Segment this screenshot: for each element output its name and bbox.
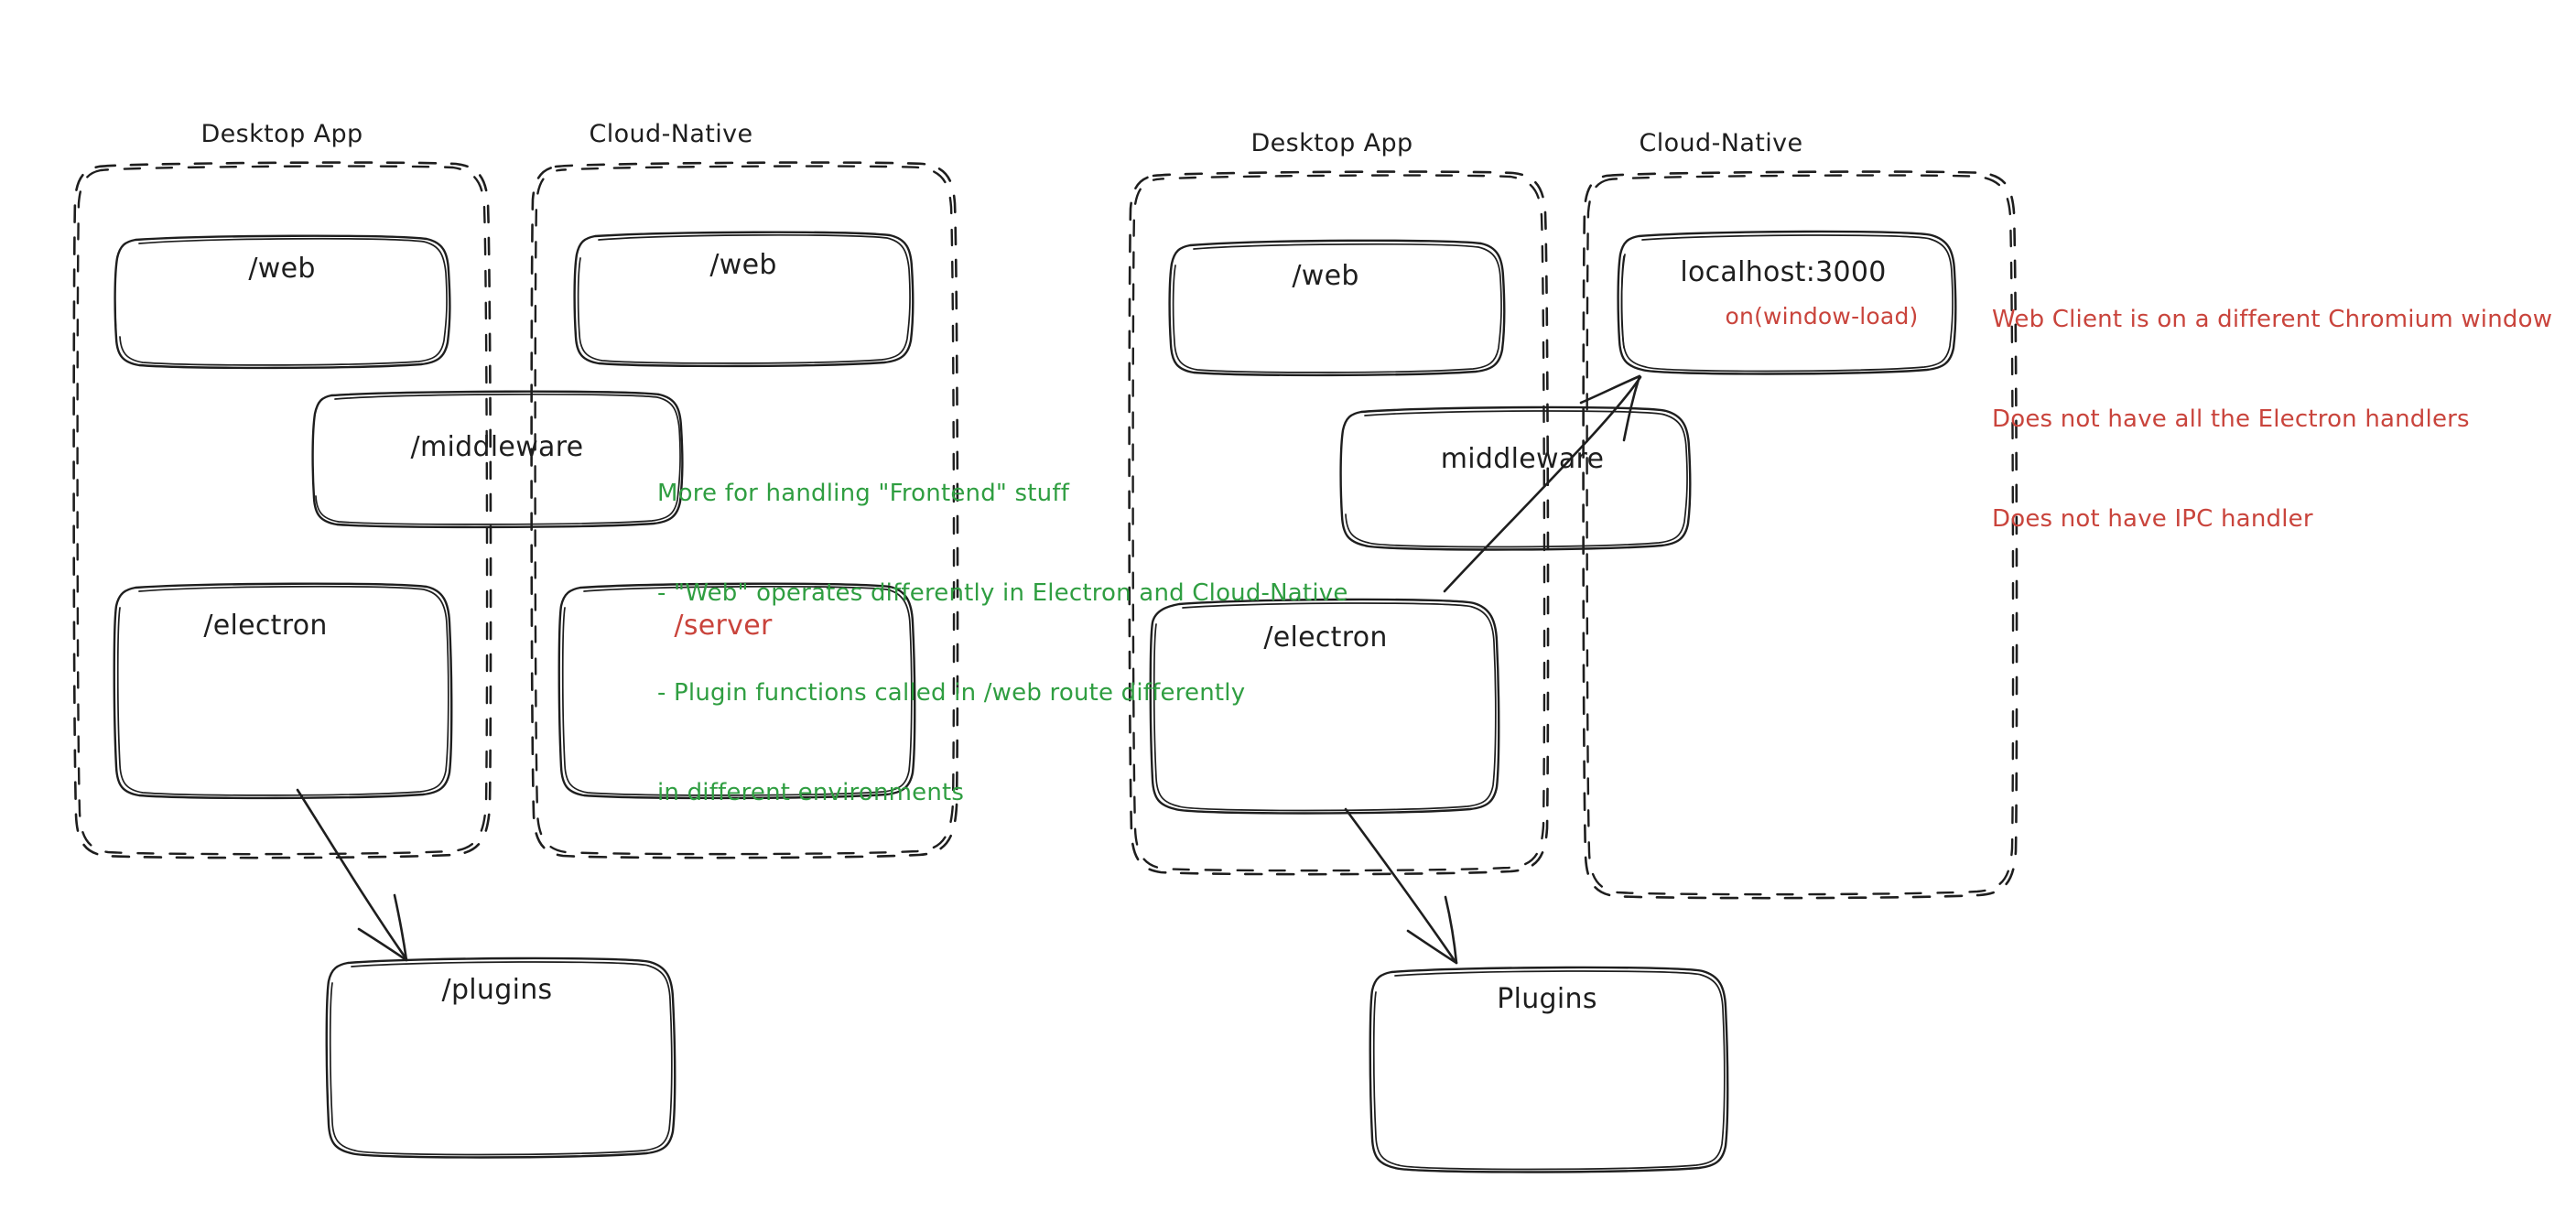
connector-left-electron-to-plugins	[296, 788, 408, 962]
right-node-label-localhost3000: localhost:3000	[1680, 256, 1887, 288]
left-annotation-line-4: in different environments	[657, 779, 965, 807]
right-node-sublabel-on-window-load: on(window-load)	[1725, 303, 1919, 330]
right-node-middleware-shape	[1339, 405, 1692, 551]
right-annotation-web-client-notes: Web Client is on a different Chromium wi…	[1992, 236, 2552, 602]
connector-right-electron-to-plugins	[1344, 807, 1458, 965]
left-group-title-desktop-app: Desktop App	[200, 120, 363, 148]
right-annotation-line-2: Does not have all the Electron handlers	[1992, 405, 2470, 433]
left-node-label-web-desktop: /web	[248, 253, 316, 285]
left-annotation-frontend-notes: More for handling "Frontend" stuff - "We…	[657, 410, 1348, 876]
right-group-title-cloud-native: Cloud-Native	[1639, 129, 1803, 157]
right-annotation-line-1: Web Client is on a different Chromium wi…	[1992, 305, 2553, 333]
right-annotation-line-3: Does not have IPC handler	[1992, 505, 2313, 534]
right-node-label-plugins: Plugins	[1497, 983, 1597, 1015]
connector-right-electron-to-localhost3000	[1443, 374, 1642, 593]
left-annotation-line-3: - Plugin functions called in /web route …	[657, 679, 1246, 708]
left-node-label-web-cloud: /web	[709, 249, 777, 281]
right-node-label-web-desktop: /web	[1292, 260, 1359, 292]
right-node-label-electron: /electron	[1263, 621, 1388, 654]
left-group-title-cloud-native: Cloud-Native	[589, 120, 753, 148]
left-node-label-server: /server	[674, 610, 773, 642]
right-node-label-middleware: middleware	[1440, 443, 1605, 475]
left-node-label-electron: /electron	[203, 610, 328, 642]
left-annotation-line-1: More for handling "Frontend" stuff	[657, 479, 1070, 507]
left-annotation-line-2: - "Web" operates differently in Electron…	[657, 578, 1348, 607]
left-node-label-middleware: /middleware	[410, 431, 584, 463]
right-group-title-desktop-app: Desktop App	[1250, 129, 1413, 157]
left-node-label-plugins: /plugins	[441, 974, 553, 1006]
